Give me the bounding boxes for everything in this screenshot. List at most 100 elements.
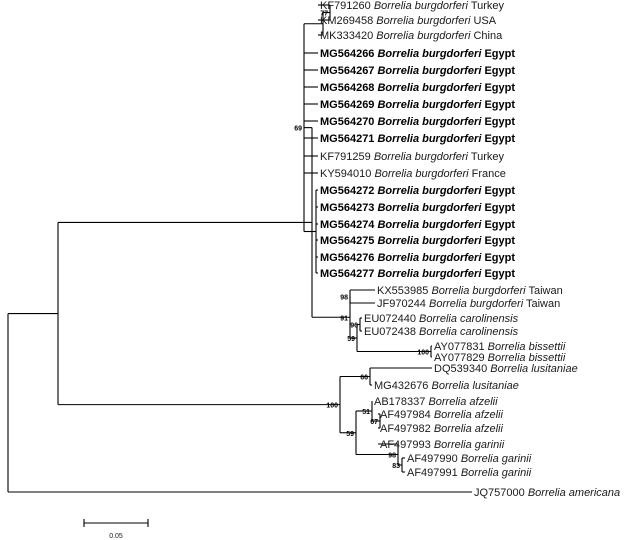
taxon-accession: MG564271	[320, 133, 377, 145]
taxon-species: Borrelia lusitaniae	[490, 363, 577, 375]
taxon-label: MG564273 Borrelia burgdorferi Egypt	[320, 202, 515, 214]
taxon-label: MK333420 Borrelia burgdorferi China	[320, 30, 503, 42]
taxon-species: Borrelia burgdorferi	[377, 185, 482, 197]
taxon-location: Turkey	[468, 151, 505, 163]
taxon-species: Borrelia burgdorferi	[376, 30, 471, 42]
taxon-label: MG564268 Borrelia burgdorferi Egypt	[320, 82, 515, 94]
taxon-location: Egypt	[481, 252, 515, 264]
taxon-accession: KY594010	[320, 168, 374, 180]
taxon-accession: EU072438	[364, 326, 419, 338]
taxon-label: AF497982 Borrelia afzelii	[380, 423, 503, 435]
taxon-label: MG564275 Borrelia burgdorferi Egypt	[320, 235, 515, 247]
taxon-species: Borrelia garinii	[461, 453, 532, 465]
bootstrap-value: 100	[417, 350, 429, 357]
taxon-species: Borrelia burgdorferi	[377, 235, 482, 247]
taxon-accession: AY077829	[434, 352, 488, 364]
taxon-species: Borrelia burgdorferi	[431, 285, 526, 297]
bootstrap-value: 59	[346, 431, 354, 438]
taxon-accession: MG564268	[320, 82, 377, 94]
taxon-species: Borrelia garinii	[434, 439, 505, 451]
taxon-label: KY594010 Borrelia burgdorferi France	[320, 168, 506, 180]
taxon-species: Borrelia burgdorferi	[429, 298, 524, 310]
taxon-accession: AF497991	[407, 467, 461, 479]
taxon-location: China	[470, 30, 503, 42]
scale-bar: 0.05	[83, 519, 149, 540]
taxon-species: Borrelia burgdorferi	[377, 202, 482, 214]
taxon-accession: MG564273	[320, 202, 377, 214]
bootstrap-value: 66	[360, 375, 368, 382]
taxon-label: MG432676 Borrelia lusitaniae	[374, 380, 519, 392]
taxon-label: JF970244 Borrelia burgdorferi Taiwan	[377, 298, 560, 310]
taxon-species: Borrelia afzelii	[434, 409, 504, 421]
taxon-location: Egypt	[481, 65, 515, 77]
taxon-species: Borrelia burgdorferi	[377, 99, 482, 111]
taxon-accession: AF497982	[380, 423, 434, 435]
taxon-species: Borrelia bissettii	[488, 352, 566, 364]
taxon-accession: MG564275	[320, 235, 377, 247]
taxon-accession: MG564272	[320, 185, 377, 197]
taxon-accession: KX553985	[377, 285, 431, 297]
taxon-species: Borrelia afzelii	[428, 396, 498, 408]
taxon-accession: KM269458	[320, 15, 376, 27]
taxon-accession: MG432676	[374, 380, 431, 392]
taxon-label: MG564271 Borrelia burgdorferi Egypt	[320, 133, 515, 145]
taxon-label: AF497984 Borrelia afzelii	[380, 409, 503, 421]
bootstrap-value: 83	[392, 463, 400, 470]
taxon-accession: DQ539340	[434, 363, 490, 375]
taxon-labels: KF791260 Borrelia burgdorferi TurkeyKM26…	[320, 0, 620, 499]
taxon-accession: EU072440	[364, 313, 419, 325]
taxon-label: KF791260 Borrelia burgdorferi Turkey	[320, 0, 505, 12]
taxon-location: Egypt	[481, 185, 515, 197]
taxon-label: AF497993 Borrelia garinii	[380, 439, 505, 451]
taxon-location: Taiwan	[523, 298, 560, 310]
taxon-location: USA	[470, 15, 496, 27]
taxon-label: MG564272 Borrelia burgdorferi Egypt	[320, 185, 515, 197]
taxon-species: Borrelia burgdorferi	[377, 252, 482, 264]
taxon-species: Borrelia burgdorferi	[377, 116, 482, 128]
taxon-label: EU072438 Borrelia carolinensis	[364, 326, 519, 338]
taxon-location: Egypt	[481, 116, 515, 128]
taxon-label: MG564269 Borrelia burgdorferi Egypt	[320, 99, 515, 111]
taxon-accession: JQ757000	[474, 487, 528, 499]
taxon-label: KX553985 Borrelia burgdorferi Taiwan	[377, 285, 563, 297]
bootstrap-value: 96	[350, 323, 358, 330]
taxon-species: Borrelia burgdorferi	[377, 219, 482, 231]
taxon-label: DQ539340 Borrelia lusitaniae	[434, 363, 578, 375]
taxon-species: Borrelia garinii	[461, 467, 532, 479]
bootstrap-value: 51	[362, 409, 370, 416]
taxon-species: Borrelia lusitaniae	[431, 380, 518, 392]
taxon-species: Borrelia bissettii	[488, 341, 566, 353]
taxon-accession: KF791260	[320, 0, 374, 12]
taxon-label: AF497990 Borrelia garinii	[407, 453, 532, 465]
bootstrap-value: 69	[294, 126, 302, 133]
taxon-species: Borrelia burgdorferi	[377, 133, 482, 145]
taxon-accession: MG564274	[320, 219, 377, 231]
taxon-accession: MG564270	[320, 116, 377, 128]
taxon-species: Borrelia burgdorferi	[374, 168, 469, 180]
taxon-accession: MG564276	[320, 252, 377, 264]
taxon-label: MG564270 Borrelia burgdorferi Egypt	[320, 116, 515, 128]
taxon-species: Borrelia burgdorferi	[374, 151, 469, 163]
taxon-accession: AB178337	[374, 396, 428, 408]
taxon-location: Egypt	[481, 133, 515, 145]
taxon-label: EU072440 Borrelia carolinensis	[364, 313, 519, 325]
taxon-species: Borrelia burgdorferi	[377, 268, 482, 280]
taxon-label: AY077829 Borrelia bissettii	[434, 352, 566, 364]
taxon-species: Borrelia americana	[528, 487, 620, 499]
tree-branches	[7, 4, 472, 493]
taxon-location: Egypt	[481, 202, 515, 214]
bootstrap-value: 67	[370, 419, 378, 426]
bootstrap-value: 91	[340, 315, 348, 322]
bootstrap-value: 98	[388, 453, 396, 460]
taxon-label: MG564274 Borrelia burgdorferi Egypt	[320, 219, 515, 231]
taxon-accession: MG564277	[320, 268, 377, 280]
taxon-species: Borrelia burgdorferi	[374, 0, 469, 12]
taxon-location: Egypt	[481, 82, 515, 94]
taxon-location: Egypt	[481, 99, 515, 111]
scale-bar-label: 0.05	[109, 533, 123, 540]
taxon-species: Borrelia burgdorferi	[377, 48, 482, 60]
taxon-accession: JF970244	[377, 298, 429, 310]
taxon-species: Borrelia burgdorferi	[377, 65, 482, 77]
